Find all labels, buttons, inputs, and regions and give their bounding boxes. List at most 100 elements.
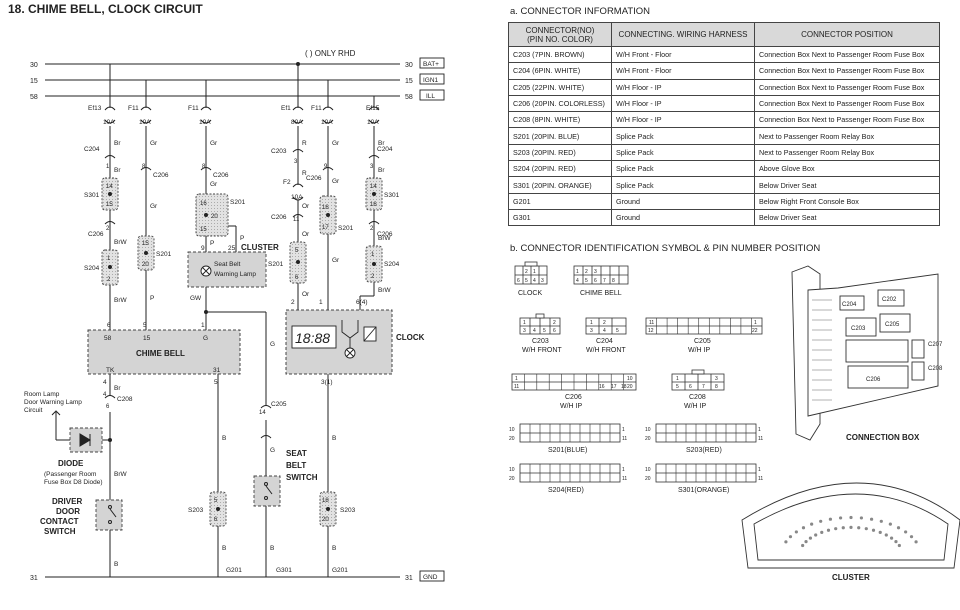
seat-belt-lamp-text-1: Seat Belt bbox=[214, 261, 241, 268]
col-harness: CONNECTING. WIRING HARNESS bbox=[611, 22, 755, 47]
pin-20c: 20 bbox=[322, 517, 329, 523]
cluster-pin-9: 9 bbox=[201, 245, 205, 252]
cell-position: Below Driver Seat bbox=[754, 176, 940, 194]
s203-right-label: S203 bbox=[340, 507, 356, 514]
cell-connector: G301 bbox=[508, 208, 612, 227]
box-c203-label: C203 bbox=[851, 326, 866, 332]
wire-br-3: Br bbox=[378, 167, 385, 174]
clock-pin-2: 2 bbox=[291, 299, 295, 306]
wire-br-2: Br bbox=[378, 140, 385, 147]
pin-16b: 16 bbox=[322, 205, 329, 211]
c204-right: C204 bbox=[377, 146, 393, 153]
wire-gr-5: Gr bbox=[332, 140, 340, 147]
cell-connector: C208 (8PIN. WHITE) bbox=[508, 111, 612, 129]
c205-pin-11: 11 bbox=[649, 320, 654, 326]
pin-4a: 4 bbox=[103, 392, 107, 398]
c206-c: C206 bbox=[213, 172, 229, 179]
pin-5a: 5 bbox=[295, 248, 299, 254]
seat-belt-switch-line3: SWITCH bbox=[286, 473, 318, 482]
wire-b-4: B bbox=[332, 435, 336, 442]
c208-label: C208 bbox=[117, 396, 133, 403]
sym-s301-label: S301(ORANGE) bbox=[678, 487, 729, 494]
cb-pin-7: 7 bbox=[603, 278, 606, 284]
chime-bot-pin-4: 4 bbox=[103, 379, 107, 386]
sym-c208-label: C208 bbox=[689, 394, 706, 401]
wire-r-2: R bbox=[302, 170, 307, 177]
cell-position: Connection Box Next to Passenger Room Fu… bbox=[754, 62, 940, 80]
pin-17a: 17 bbox=[322, 225, 329, 231]
col-position: CONNECTOR POSITION bbox=[754, 22, 940, 47]
c208-pin-1: 1 bbox=[676, 376, 679, 382]
cell-connector: S204 (20PIN. RED) bbox=[508, 160, 612, 178]
clk-pin-6: 6 bbox=[517, 278, 520, 284]
cluster-label: CLUSTER bbox=[241, 243, 279, 252]
cell-harness: Splice Pack bbox=[611, 127, 755, 145]
wire-brw-3: BrW bbox=[114, 239, 128, 246]
s204-right-label: S204 bbox=[384, 261, 400, 268]
c206-pin-18: 18 bbox=[621, 384, 627, 390]
cell-position: Connection Box Next to Passenger Room Fu… bbox=[754, 78, 940, 96]
diode-note-2: Fuse Box D8 Diode) bbox=[44, 479, 103, 486]
fuse-ef1-name: Ef1 bbox=[281, 105, 291, 112]
diode-label: DIODE bbox=[58, 459, 84, 468]
wire-g-1: G bbox=[270, 341, 275, 348]
sym-chime-bell-label: CHIME BELL bbox=[580, 290, 622, 297]
pin-20a: 20 bbox=[142, 262, 149, 268]
c208-pin-6: 6 bbox=[689, 384, 692, 390]
seat-belt-switch-box bbox=[253, 475, 281, 507]
diode-note-1: (Passenger Room bbox=[44, 471, 96, 478]
c206-e: C206 bbox=[306, 175, 322, 182]
s203-left-label: S203 bbox=[188, 507, 204, 514]
pin-14a: 14 bbox=[106, 184, 113, 190]
cell-connector: C204 (6PIN. WHITE) bbox=[508, 62, 612, 80]
clock-pin-1: 1 bbox=[319, 299, 323, 306]
seat-belt-switch-line1: SEAT bbox=[286, 449, 307, 458]
wire-or-1: Or bbox=[302, 203, 310, 210]
clock-display: 18:88 bbox=[295, 330, 330, 346]
driver-door-switch-box bbox=[95, 499, 123, 531]
bus-30-right: 30 bbox=[405, 62, 413, 69]
pin-6b: 6 bbox=[214, 517, 218, 523]
driver-door-line1: DRIVER bbox=[52, 497, 82, 506]
cb-pin-8: 8 bbox=[612, 278, 615, 284]
wire-r-1: R bbox=[302, 140, 307, 147]
s301-pin-20: 20 bbox=[645, 476, 651, 482]
pin-18a: 18 bbox=[322, 498, 329, 504]
chime-pin-tk: TK bbox=[106, 367, 115, 374]
s201-left-label: S201 bbox=[156, 251, 172, 258]
clk-pin-4: 4 bbox=[533, 278, 536, 284]
page-title: 18. CHIME BELL, CLOCK CIRCUIT bbox=[8, 2, 203, 16]
c206-a: C206 bbox=[88, 231, 104, 238]
tag-bat: BAT+ bbox=[423, 61, 439, 68]
cell-position: Above Glove Box bbox=[754, 160, 940, 178]
c203-label: C203 bbox=[271, 148, 287, 155]
s201-pin-20: 20 bbox=[509, 436, 515, 442]
cb-pin-3: 3 bbox=[594, 269, 597, 275]
wire-brw-1: BrW bbox=[378, 235, 392, 242]
c204-pin-4: 4 bbox=[603, 328, 606, 334]
sym-c204-label: C204 bbox=[596, 338, 613, 345]
chime-top-pin-1: 1 bbox=[201, 322, 205, 329]
section-a-title: a. CONNECTOR INFORMATION bbox=[510, 6, 651, 17]
wire-gr-1: Gr bbox=[150, 140, 158, 147]
box-c204-label: C204 bbox=[842, 302, 857, 308]
s301-left-label: S301 bbox=[84, 192, 100, 199]
s203-pin-1: 1 bbox=[758, 427, 761, 433]
g201-left: G201 bbox=[226, 567, 242, 574]
sym-s203-label: S203(RED) bbox=[686, 447, 722, 454]
fuse-f11b-name: F11 bbox=[188, 105, 199, 112]
c205-pin-1: 1 bbox=[754, 320, 757, 326]
pin-3b: 3 bbox=[370, 164, 374, 170]
c205-pin-22: 22 bbox=[752, 328, 758, 334]
s204-left-label: S204 bbox=[84, 265, 100, 272]
c203-pin-5: 5 bbox=[543, 328, 546, 334]
s203-pin-20: 20 bbox=[645, 436, 651, 442]
pin-3a: 3 bbox=[294, 159, 298, 165]
s204-pin-10: 10 bbox=[509, 467, 515, 473]
pin-9a: 9 bbox=[324, 164, 328, 170]
chime-pin-31: 31 bbox=[213, 367, 221, 374]
